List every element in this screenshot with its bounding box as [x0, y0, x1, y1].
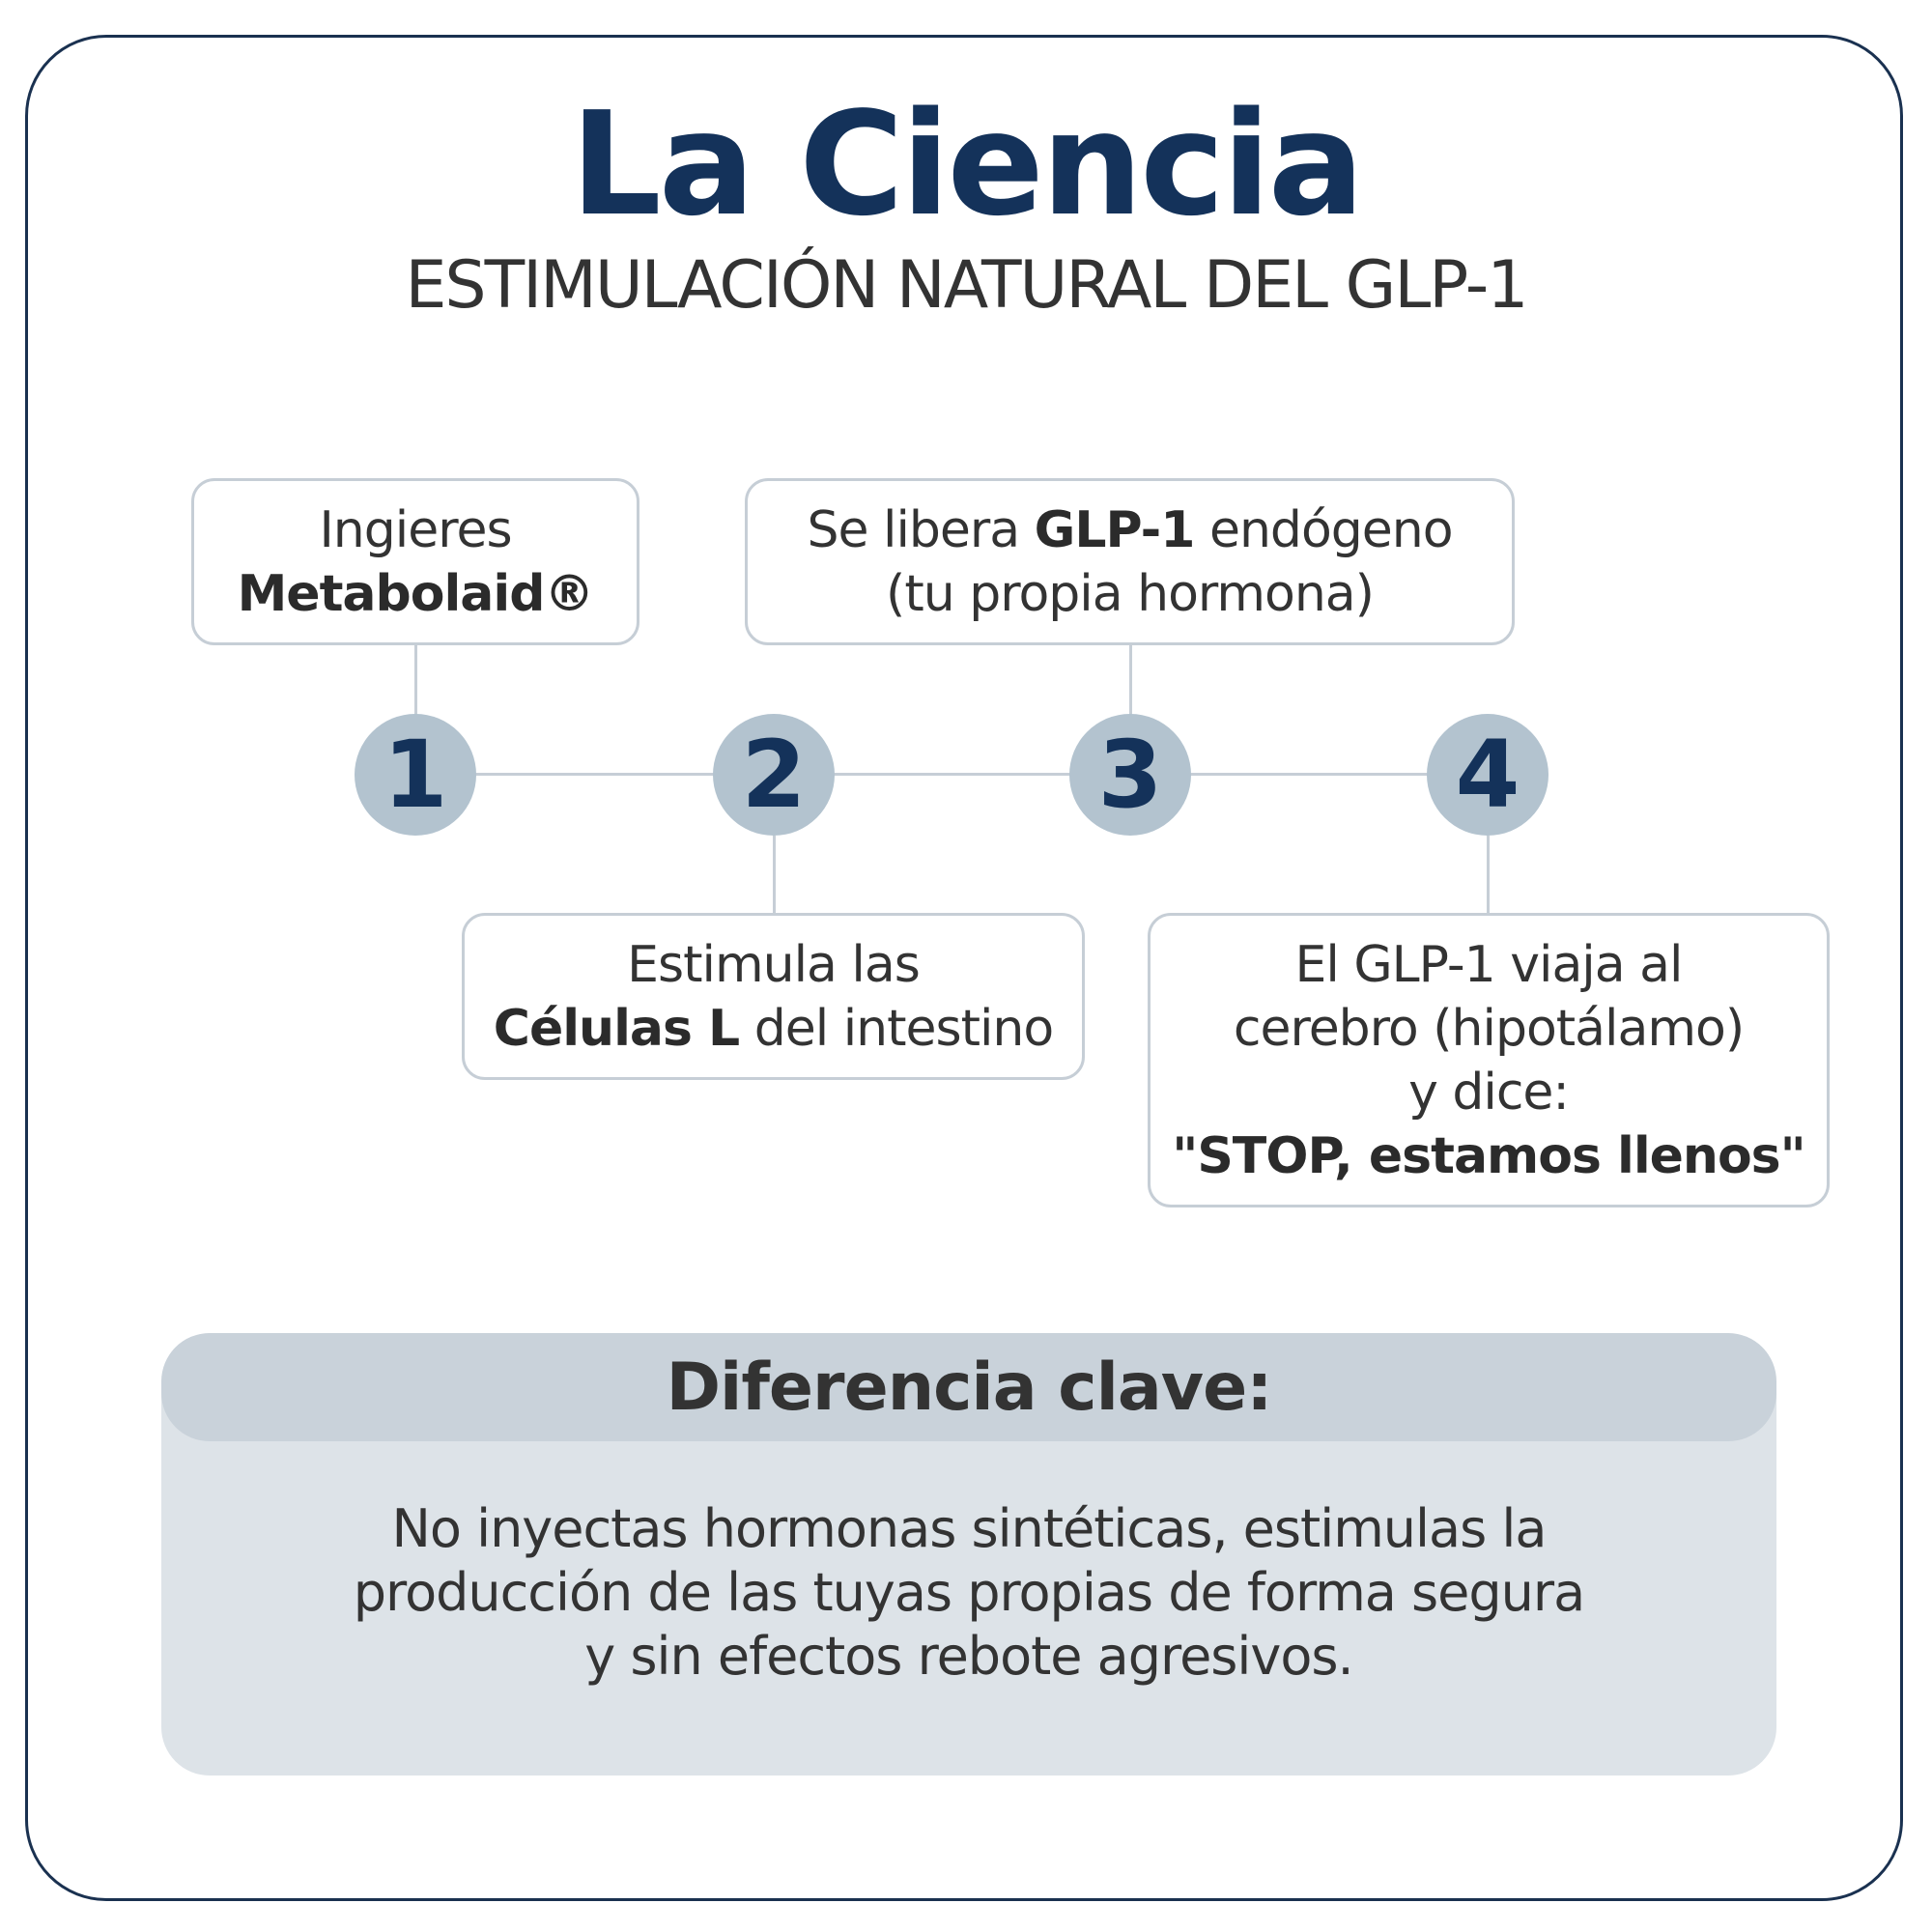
step-text-line: Metabolaid® [237, 562, 595, 626]
step-text-line: y dice: [1408, 1061, 1570, 1124]
step-text-line: El GLP-1 viaja al [1294, 933, 1684, 997]
key-difference-line: No inyectas hormonas sintéticas, estimul… [391, 1498, 1547, 1559]
step-text-line: (tu propia hormona) [886, 562, 1375, 626]
step-text: del intestino [739, 999, 1054, 1058]
step-4-badge: 4 [1427, 714, 1548, 836]
step-text-line: cerebro (hipotálamo) [1233, 997, 1745, 1061]
connector-step-3 [1129, 645, 1132, 715]
step-text: Estimula las [627, 935, 921, 994]
step-text-bold: GLP-1 [1034, 500, 1196, 559]
page-title: La Ciencia [570, 81, 1364, 247]
step-text: (tu propia hormona) [886, 564, 1375, 623]
step-text-line: Ingieres [319, 498, 512, 562]
step-text-bold: "STOP, estamos llenos" [1172, 1126, 1805, 1185]
page-subtitle: ESTIMULACIÓN NATURAL DEL GLP-1 [405, 247, 1528, 324]
step-text-line: "STOP, estamos llenos" [1172, 1124, 1805, 1188]
step-text-bold: Células L [493, 999, 740, 1058]
key-difference-heading: Diferencia clave: [666, 1349, 1273, 1426]
step-3-box: Se libera GLP-1 endógeno(tu propia hormo… [745, 478, 1515, 645]
step-text: y dice: [1408, 1063, 1570, 1122]
step-3-badge: 3 [1069, 714, 1191, 836]
step-text-line: Estimula las [627, 933, 921, 997]
step-text-bold: Metabolaid® [237, 564, 595, 623]
key-difference-panel: Diferencia clave: No inyectas hormonas s… [161, 1333, 1776, 1776]
step-1-badge: 1 [355, 714, 476, 836]
key-difference-text: No inyectas hormonas sintéticas, estimul… [161, 1497, 1776, 1689]
key-difference-header: Diferencia clave: [161, 1333, 1776, 1441]
key-difference-line: producción de las tuyas propias de forma… [353, 1562, 1585, 1623]
step-2-badge: 2 [713, 714, 835, 836]
key-difference-line: y sin efectos rebote agresivos. [584, 1626, 1353, 1687]
step-text: Se libera [807, 500, 1035, 559]
connector-step-2 [773, 836, 776, 913]
step-text: Ingieres [319, 500, 512, 559]
timeline-line [415, 773, 1488, 776]
connector-step-4 [1487, 836, 1490, 913]
step-text-line: Células L del intestino [493, 997, 1054, 1061]
step-text: cerebro (hipotálamo) [1233, 999, 1745, 1058]
connector-step-1 [414, 645, 417, 715]
step-text: endógeno [1194, 500, 1454, 559]
step-text: El GLP-1 viaja al [1294, 935, 1684, 994]
step-text-line: Se libera GLP-1 endógeno [807, 498, 1454, 562]
